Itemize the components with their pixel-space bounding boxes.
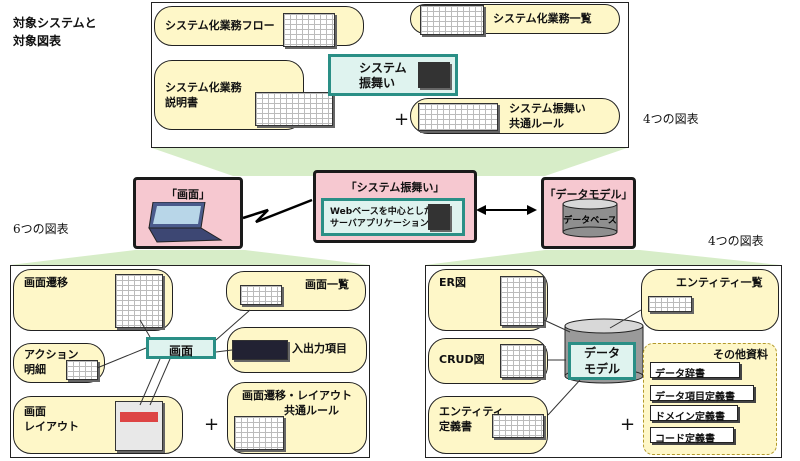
list-label: システム化業務一覧 bbox=[493, 12, 592, 25]
rules-line1: システム振舞い bbox=[509, 102, 586, 115]
action-line1: アクション bbox=[24, 348, 79, 361]
right-count-label: 4つの図表 bbox=[708, 234, 764, 248]
er-doc-thumbnail bbox=[500, 276, 544, 326]
action-doc-thumbnail bbox=[66, 360, 98, 380]
flow-label: システム化業務フロー bbox=[165, 19, 275, 32]
desc-line1: システム化業務 bbox=[165, 81, 242, 94]
left-plus-sign: + bbox=[204, 414, 220, 435]
layout-doc-thumbnail bbox=[115, 401, 163, 451]
arrow-head-left bbox=[476, 205, 486, 215]
behavior-line2: 振舞い bbox=[359, 76, 396, 90]
system-box-title: 「システム振舞い」 bbox=[345, 181, 445, 194]
er-label: ER図 bbox=[439, 276, 466, 289]
arrow-head-right bbox=[527, 205, 537, 215]
data-dictionary-doc: データ辞書 bbox=[650, 362, 740, 380]
action-line2: 明細 bbox=[24, 362, 46, 376]
data-item-def-doc: データ項目定義書 bbox=[650, 385, 754, 403]
top-funnel bbox=[152, 148, 627, 176]
screen-box-title: 「画面」 bbox=[166, 188, 210, 201]
layout-doc-highlight bbox=[120, 412, 158, 422]
entity-def-doc-thumbnail bbox=[492, 414, 544, 438]
io-label: 入出力項目 bbox=[292, 342, 347, 355]
layout-line2: レイアウト bbox=[24, 419, 79, 433]
rules-line2: 共通ルール bbox=[509, 116, 564, 130]
flow-doc-thumbnail bbox=[283, 13, 335, 47]
screen-rules-line2: 共通ルール bbox=[284, 403, 339, 417]
screen-list-label: 画面一覧 bbox=[305, 278, 349, 291]
web-app-line1: Webベースを中心とした bbox=[330, 207, 433, 217]
behavior-screen-thumbnail bbox=[418, 62, 450, 88]
left-funnel bbox=[10, 250, 370, 265]
transition-doc-thumbnail bbox=[115, 274, 163, 328]
entity-def-bubble: エンティティ 定義書 bbox=[428, 396, 548, 454]
transition-label: 画面遷移 bbox=[24, 276, 68, 289]
other-docs-title: その他資料 bbox=[713, 348, 768, 361]
entity-def-line1: エンティティ bbox=[439, 405, 504, 418]
code-def-doc: コード定義書 bbox=[650, 427, 734, 445]
database-label: データベース bbox=[563, 216, 617, 226]
list-doc-thumbnail bbox=[420, 5, 484, 35]
server-screen-thumbnail bbox=[428, 204, 450, 230]
database-icon bbox=[562, 198, 618, 238]
screen-rules-doc-thumbnail bbox=[234, 416, 284, 450]
corner-title-line2: 対象図表 bbox=[13, 34, 62, 48]
crud-label: CRUD図 bbox=[439, 353, 485, 366]
datamodel-center-line2: モデル bbox=[583, 361, 620, 376]
screen-rules-line1: 画面遷移・レイアウト bbox=[242, 389, 352, 402]
web-app-line2: サーバアプリケーション bbox=[330, 218, 429, 229]
entity-def-line2: 定義書 bbox=[439, 419, 472, 433]
behavior-line1: システム bbox=[359, 61, 407, 75]
left-count-label: 6つの図表 bbox=[13, 222, 69, 236]
crud-doc-thumbnail bbox=[500, 344, 544, 378]
desc-line2: 説明書 bbox=[165, 95, 198, 109]
zigzag-link bbox=[242, 198, 313, 224]
corner-title-line1: 対象システムと bbox=[13, 16, 97, 30]
datamodel-box-title: 「データモデル」 bbox=[544, 188, 633, 201]
right-funnel bbox=[425, 250, 780, 265]
right-plus-sign: + bbox=[620, 414, 636, 435]
screen-rules-bubble: 画面遷移・レイアウト 共通ルール bbox=[227, 382, 367, 454]
datamodel-center-box: データ モデル bbox=[568, 342, 636, 380]
laptop-icon bbox=[148, 202, 223, 243]
screen-center-box: 画面 bbox=[146, 337, 216, 359]
screen-list-doc-thumbnail bbox=[240, 285, 282, 305]
desc-doc-thumbnail bbox=[255, 92, 333, 126]
datamodel-center-line1: データ bbox=[583, 346, 620, 360]
layout-line1: 画面 bbox=[24, 405, 46, 418]
entity-list-doc-thumbnail bbox=[648, 296, 692, 312]
domain-def-doc: ドメイン定義書 bbox=[650, 405, 738, 423]
rules-doc-thumbnail bbox=[418, 103, 498, 131]
corner-title: 対象システムと 対象図表 bbox=[13, 14, 97, 50]
io-doc-thumbnail bbox=[232, 340, 288, 360]
top-count-label: 4つの図表 bbox=[643, 112, 699, 126]
top-plus-sign: + bbox=[394, 109, 410, 130]
entity-list-label: エンティティ一覧 bbox=[676, 276, 763, 289]
